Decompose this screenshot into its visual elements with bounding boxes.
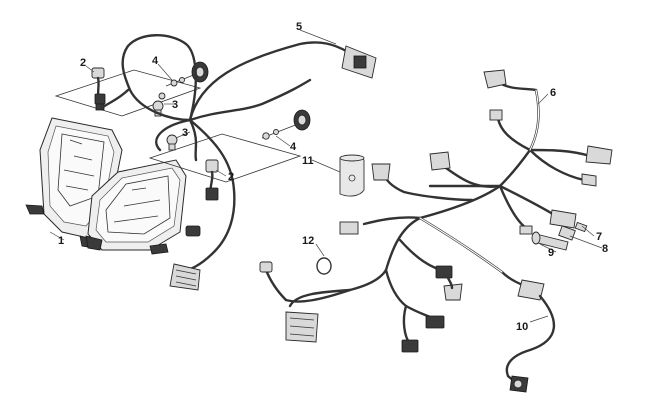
protective-sleeve — [339, 154, 365, 197]
callout-4-lower: 4 — [290, 141, 297, 153]
headlight-harness — [100, 34, 377, 291]
adjuster-knob-lower — [261, 109, 311, 140]
main-wiring-harness — [259, 69, 613, 353]
callout-2-upper: 2 — [80, 57, 86, 69]
callout-8: 8 — [602, 243, 608, 255]
washer-upper — [158, 92, 166, 100]
bulb-lower — [166, 134, 178, 151]
callout-4-upper: 4 — [152, 55, 159, 67]
callout-7: 7 — [596, 231, 602, 243]
callout-6: 6 — [550, 87, 556, 99]
callout-12: 12 — [302, 235, 314, 247]
headlight-right — [85, 159, 187, 255]
callout-11: 11 — [302, 155, 314, 167]
callout-3-upper: 3 — [172, 99, 178, 111]
exploded-view-box-left — [54, 69, 202, 117]
callout-3-lower: 3 — [182, 127, 188, 139]
callout-10: 10 — [516, 321, 528, 333]
bulb-socket-lower — [205, 159, 219, 201]
connector-plug — [531, 231, 569, 251]
cable-tie — [316, 257, 332, 275]
callout-1: 1 — [58, 235, 64, 247]
callout-5: 5 — [296, 21, 302, 33]
exploded-view-box-right — [148, 133, 302, 183]
leader-lines — [49, 29, 603, 323]
extension-harness — [505, 294, 555, 393]
adjuster-knob-upper — [165, 61, 209, 87]
bulb-socket-upper — [91, 67, 106, 111]
terminal — [574, 221, 588, 233]
callout-2-lower: 2 — [228, 171, 234, 183]
callout-9: 9 — [548, 247, 554, 259]
